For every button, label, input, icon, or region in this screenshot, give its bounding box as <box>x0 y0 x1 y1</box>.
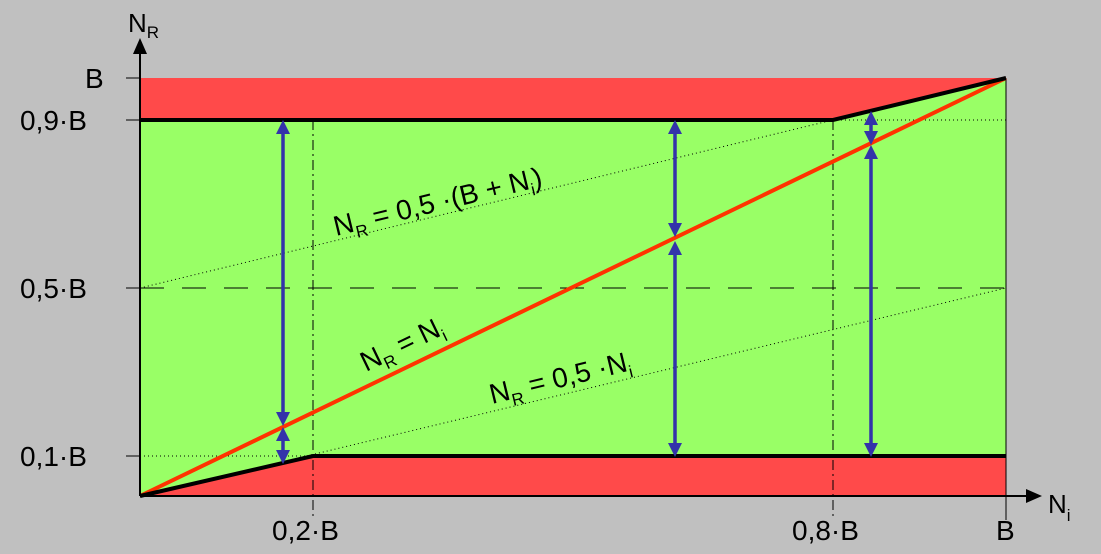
x-axis-label: Ni <box>1048 489 1071 525</box>
identity-line <box>139 76 1007 498</box>
y-tick-label-0.1b: 0,1·B <box>20 441 87 472</box>
top-red-region <box>140 78 1006 120</box>
y-axis-arrowhead <box>133 38 147 54</box>
y-axis-label: NR <box>128 8 159 42</box>
y-tick-label-0.9b: 0,9·B <box>20 105 87 136</box>
y-tick-label-0.5b: 0,5·B <box>20 273 87 304</box>
lower-boundary <box>139 454 1006 498</box>
x-tick-label-0.2b: 0,2·B <box>272 515 339 546</box>
y-tick-label-b: B <box>85 63 104 94</box>
x-axis-arrowhead <box>1026 489 1042 503</box>
x-tick-label-0.8b: 0,8·B <box>792 515 859 546</box>
upper-boundary <box>140 76 1007 122</box>
bottom-red-region <box>140 456 1006 496</box>
x-tick-label-b: B <box>996 515 1015 546</box>
